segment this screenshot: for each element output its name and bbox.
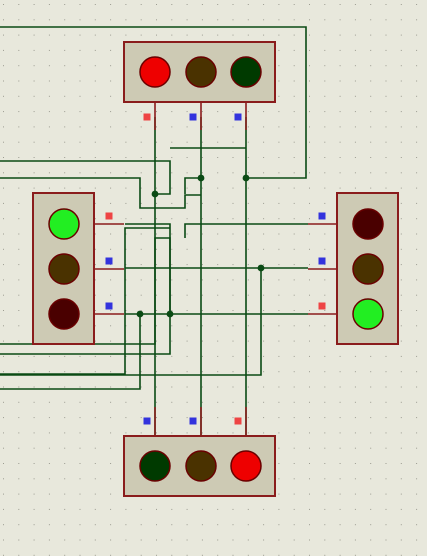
traffic-light-west-lamp-red bbox=[48, 298, 80, 330]
wire-5 bbox=[0, 227, 170, 375]
wires-layer bbox=[0, 26, 308, 437]
junction-1 bbox=[151, 190, 159, 198]
traffic-light-north-lamp-green bbox=[230, 56, 262, 88]
wire-7 bbox=[154, 117, 171, 195]
traffic-light-north[interactable] bbox=[123, 41, 276, 130]
traffic-light-north-pin-3-state bbox=[234, 113, 242, 121]
traffic-light-west-pin-2-state bbox=[105, 257, 113, 265]
traffic-light-east-lamp-green bbox=[352, 298, 384, 330]
traffic-light-east-pin-3-state bbox=[318, 302, 326, 310]
traffic-light-west-lamp-green bbox=[48, 208, 80, 240]
wire-3 bbox=[0, 177, 201, 209]
traffic-light-south-pin-3-state bbox=[234, 417, 242, 425]
wire-6 bbox=[0, 314, 141, 390]
wire-13 bbox=[125, 223, 171, 314]
traffic-light-west-lamp-amber bbox=[48, 253, 80, 285]
traffic-light-east[interactable] bbox=[308, 192, 399, 345]
traffic-light-east-lamp-red bbox=[352, 208, 384, 240]
junction-3 bbox=[242, 174, 250, 182]
traffic-light-south[interactable] bbox=[123, 407, 276, 497]
traffic-light-east-pin-1-state bbox=[318, 212, 326, 220]
wire-17 bbox=[0, 268, 262, 376]
traffic-light-east-pin-2-state bbox=[318, 257, 326, 265]
traffic-light-south-pin-2-state bbox=[189, 417, 197, 425]
traffic-light-north-pin-1-state bbox=[143, 113, 151, 121]
traffic-light-east-lamp-amber bbox=[352, 253, 384, 285]
traffic-light-north-lamp-red bbox=[139, 56, 171, 88]
wire-11 bbox=[184, 177, 201, 194]
junction-4 bbox=[257, 264, 265, 272]
wire-4 bbox=[0, 237, 171, 355]
wire-1 bbox=[0, 26, 307, 179]
junction-2 bbox=[197, 174, 205, 182]
junction-5 bbox=[136, 310, 144, 318]
traffic-light-south-lamp-green bbox=[139, 450, 171, 482]
wire-16 bbox=[184, 223, 308, 238]
junction-6 bbox=[166, 310, 174, 318]
traffic-light-south-pin-1-state bbox=[143, 417, 151, 425]
components-layer bbox=[32, 41, 399, 497]
traffic-light-north-pin-2-state bbox=[189, 113, 197, 121]
traffic-light-west-pin-1-state bbox=[105, 212, 113, 220]
traffic-light-south-lamp-amber bbox=[185, 450, 217, 482]
traffic-light-south-lamp-red bbox=[230, 450, 262, 482]
junctions-layer bbox=[136, 174, 265, 318]
traffic-light-north-lamp-amber bbox=[185, 56, 217, 88]
traffic-light-west-pin-3-state bbox=[105, 302, 113, 310]
traffic-light-west[interactable] bbox=[32, 192, 124, 345]
